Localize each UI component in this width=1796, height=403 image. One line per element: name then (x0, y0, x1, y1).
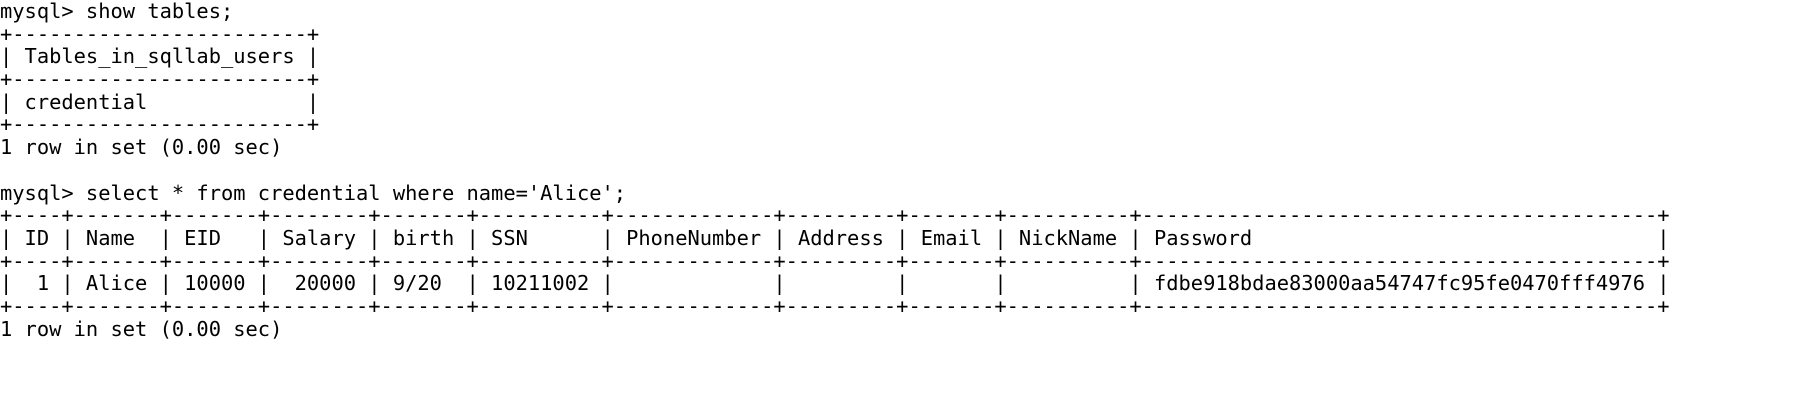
table-border: +----+-------+-------+--------+-------+-… (0, 203, 1670, 228)
table-row: | credential | (0, 89, 320, 114)
result-status-line: 1 row in set (0.00 sec) (0, 316, 283, 341)
table-header-row: | ID | Name | EID | Salary | birth | SSN… (0, 225, 1670, 250)
result-status-line: 1 row in set (0.00 sec) (0, 135, 283, 160)
credential-result-table: +----+-------+-------+--------+-------+-… (0, 204, 1670, 317)
table-border: +------------------------+ (0, 21, 320, 46)
tables-result-table: +------------------------+ | Tables_in_s… (0, 21, 320, 137)
table-header-row: | Tables_in_sqllab_users | (0, 44, 320, 69)
prompt-line-select-query: mysql> select * from credential where na… (0, 180, 627, 205)
table-border: +------------------------+ (0, 112, 320, 137)
table-border: +----+-------+-------+--------+-------+-… (0, 248, 1670, 273)
table-border: +----+-------+-------+--------+-------+-… (0, 293, 1670, 318)
prompt-line-show-tables: mysql> show tables; (0, 0, 234, 23)
table-border: +------------------------+ (0, 67, 320, 92)
blank-line (0, 159, 1796, 182)
table-row: | 1 | Alice | 10000 | 20000 | 9/20 | 102… (0, 271, 1670, 296)
